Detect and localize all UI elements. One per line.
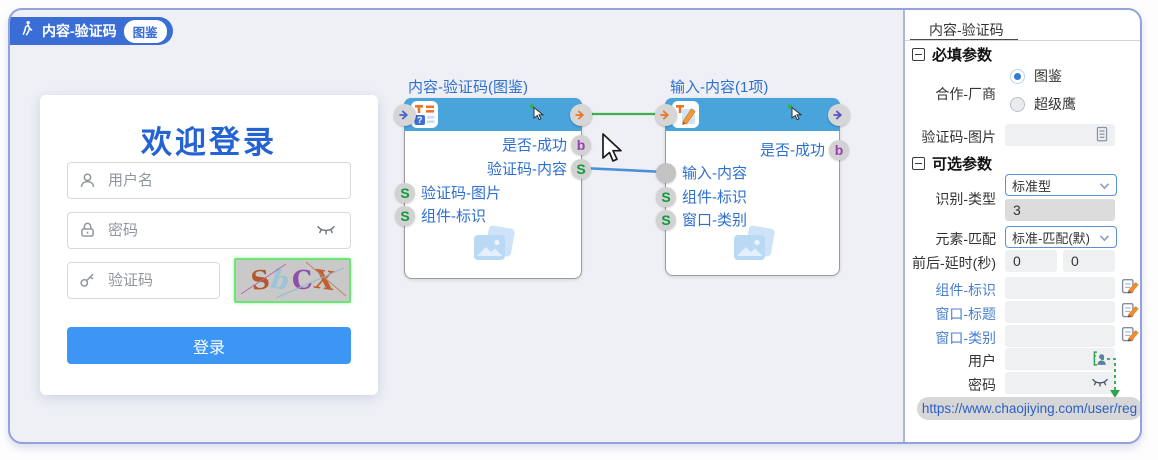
- login-title: 欢迎登录: [141, 125, 277, 160]
- port-captcha-picture[interactable]: S: [395, 183, 415, 203]
- section-required-params[interactable]: 必填参数: [912, 44, 992, 65]
- contact-card-icon[interactable]: [1091, 350, 1108, 372]
- captcha-image-label: 验证码-图片: [921, 129, 996, 145]
- port-input-content[interactable]: [656, 163, 676, 183]
- captcha-image-input[interactable]: [1005, 124, 1115, 146]
- component-id-input[interactable]: [1005, 277, 1115, 299]
- node1-flow-in-port[interactable]: [394, 104, 416, 126]
- user-label: 用户: [968, 353, 996, 369]
- radio-option-chaojiying[interactable]: 超级鹰: [1010, 94, 1076, 114]
- connection-wires: [581, 112, 666, 174]
- recognition-type-select[interactable]: 标准型: [1005, 174, 1117, 196]
- register-hint-connector: [1101, 358, 1120, 398]
- user-input[interactable]: [1005, 348, 1115, 370]
- captcha-field: [67, 262, 220, 299]
- collapse-icon[interactable]: [912, 157, 925, 170]
- radio-option-tujian[interactable]: 图鉴: [1010, 66, 1062, 86]
- node2-flow-out-port[interactable]: [828, 104, 850, 126]
- port-success[interactable]: b: [571, 135, 591, 155]
- node2-header[interactable]: [665, 98, 840, 131]
- mouse-cursor: [600, 132, 626, 169]
- delay-after-input[interactable]: [1063, 250, 1115, 272]
- element-match-label: 元素-匹配: [935, 231, 996, 247]
- edit-pencil-icon[interactable]: [1120, 301, 1139, 326]
- radio-selected-icon[interactable]: [1010, 68, 1025, 84]
- image-placeholder-icon: [727, 225, 779, 276]
- port-label-success: 是否-成功: [502, 137, 567, 154]
- captcha-noise-lines: [240, 261, 347, 299]
- username-field: [67, 162, 351, 199]
- vendor-label: 合作-厂商: [935, 86, 996, 102]
- section-optional-params[interactable]: 可选参数: [912, 153, 992, 174]
- eye-closed-icon[interactable]: [316, 223, 336, 242]
- port-label-input-content: 输入-内容: [682, 165, 747, 182]
- register-url-link[interactable]: https://www.chaojiying.com/user/reg: [917, 397, 1140, 420]
- app-window: 内容-验证码 图鉴 欢迎登录: [8, 8, 1142, 444]
- port-label-captcha-picture: 验证码-图片: [421, 185, 501, 202]
- vendor-badge: 图鉴: [123, 19, 167, 43]
- window-class-input[interactable]: [1005, 325, 1115, 347]
- svg-text:?: ?: [417, 115, 423, 125]
- node1-title: 内容-验证码(图鉴): [408, 79, 528, 96]
- panel-tab[interactable]: 内容-验证码: [929, 22, 1004, 38]
- port-label-success: 是否-成功: [760, 142, 825, 159]
- pointer-icon: [787, 104, 804, 126]
- node-captcha-recognition[interactable]: ? 是否-成功 b 验证: [394, 98, 592, 279]
- chevron-down-icon: [1099, 230, 1110, 245]
- window-class-label[interactable]: 窗口-类别: [935, 330, 996, 346]
- key-icon: [78, 271, 97, 295]
- login-button[interactable]: 登录: [67, 327, 351, 364]
- edit-pencil-icon[interactable]: [1120, 277, 1139, 302]
- username-input[interactable]: [108, 163, 342, 198]
- breadcrumb-label: 内容-验证码: [42, 23, 117, 39]
- panel-divider: [905, 40, 1140, 41]
- password-value-input[interactable]: [1005, 372, 1115, 394]
- node1-header[interactable]: ?: [404, 98, 582, 131]
- password-input[interactable]: [108, 213, 342, 248]
- node2-title: 输入-内容(1项): [670, 79, 769, 96]
- document-icon[interactable]: [1095, 126, 1109, 148]
- port-success[interactable]: b: [829, 140, 849, 160]
- edit-pencil-icon[interactable]: [1120, 325, 1139, 350]
- walking-person-icon: [20, 20, 35, 42]
- eye-closed-icon[interactable]: [1091, 376, 1109, 394]
- chevron-down-icon: [1099, 178, 1110, 193]
- port-component-id[interactable]: S: [395, 206, 415, 226]
- window-title-label[interactable]: 窗口-标题: [935, 306, 996, 322]
- node-input-content[interactable]: 是否-成功 b 输入-内容 组件-标识 S 窗口-类别 S: [655, 98, 850, 276]
- port-window-class[interactable]: S: [656, 210, 676, 230]
- recognition-type-label: 识别-类型: [935, 191, 996, 207]
- pointer-icon: [529, 104, 546, 126]
- delay-label: 前后-延时(秒): [912, 255, 996, 271]
- properties-panel: 内容-验证码 必填参数 合作-厂商 图鉴 超级鹰 验证码-图片 可选参数: [903, 10, 1140, 442]
- delay-before-input[interactable]: [1005, 250, 1057, 272]
- recognition-code-input[interactable]: [1005, 199, 1115, 221]
- lock-icon: [78, 221, 97, 245]
- port-captcha-content[interactable]: S: [571, 159, 591, 179]
- node1-flow-out-port[interactable]: [570, 104, 592, 126]
- element-match-select[interactable]: 标准-匹配(默): [1005, 226, 1117, 248]
- port-label-component-id: 组件-标识: [421, 208, 486, 225]
- breadcrumb-tab[interactable]: 内容-验证码 图鉴: [10, 17, 173, 45]
- radio-unselected-icon[interactable]: [1010, 96, 1025, 112]
- component-id-label[interactable]: 组件-标识: [935, 282, 996, 298]
- window-title-input[interactable]: [1005, 301, 1115, 323]
- node2-flow-in-port[interactable]: [655, 104, 677, 126]
- collapse-icon[interactable]: [912, 48, 925, 61]
- captcha-image[interactable]: S b C X: [234, 258, 351, 303]
- login-preview-card: 欢迎登录: [40, 95, 378, 395]
- image-placeholder-icon: [467, 225, 519, 276]
- captcha-input[interactable]: [108, 263, 211, 298]
- port-label-component-id: 组件-标识: [682, 189, 747, 206]
- port-label-captcha-content: 验证码-内容: [487, 161, 567, 178]
- password-label: 密码: [968, 377, 996, 393]
- password-field: [67, 212, 351, 249]
- port-label-window-class: 窗口-类别: [682, 212, 747, 229]
- port-component-id[interactable]: S: [656, 187, 676, 207]
- person-icon: [78, 171, 97, 195]
